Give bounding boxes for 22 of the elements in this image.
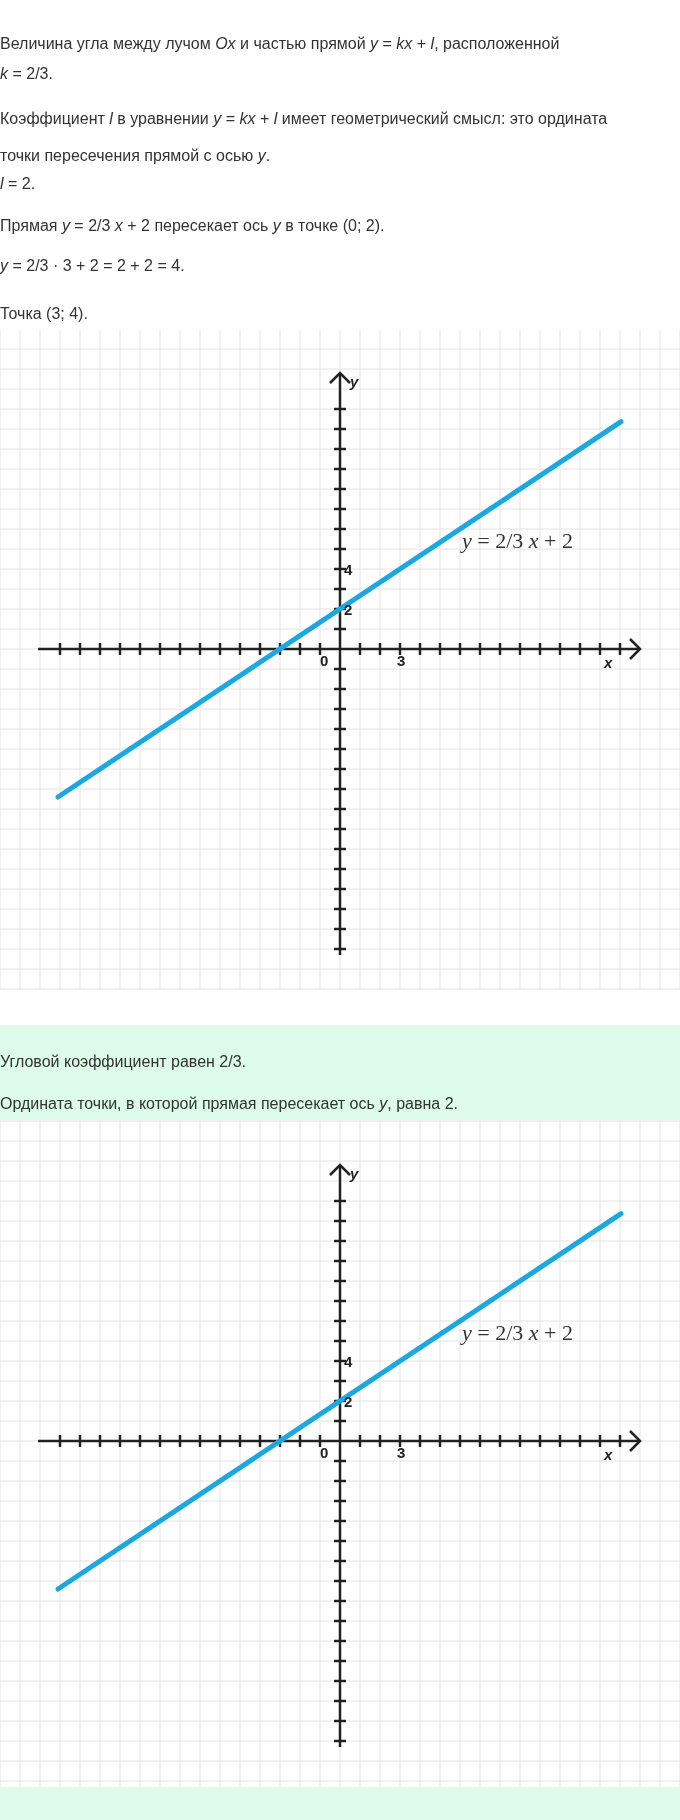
formula: k = 2/3. [0, 64, 53, 84]
formula: l = 2. [0, 174, 36, 194]
axis-label: x [604, 1447, 613, 1463]
tick-label: 0 [320, 1445, 329, 1461]
axis-label: x [604, 655, 613, 671]
text-line: Точка (3; 4). [0, 304, 88, 324]
tick-label: 4 [344, 562, 353, 578]
paragraph: Коэффициент l в уравнении y = kx + l имеет геометрический смысл: это ордината точки пересечения прямой с осью y. [0, 109, 609, 166]
tick-label: 0 [320, 653, 329, 669]
answer-text: Угловой коэффициент равен 2/3. [0, 1052, 247, 1072]
axis-label: y [350, 1166, 359, 1182]
text-line: Прямая y = 2/3 x + 2 пересекает ось y в точке (0; 2). [0, 216, 385, 236]
text-line: Величина угла между лучом Ox и частью прямой y = kx + l, расположенной [0, 34, 560, 54]
answer-text: Ордината точки, в которой прямая пересекает ось y, равна 2. [0, 1094, 458, 1114]
tick-label: 3 [397, 653, 406, 669]
tick-label: 4 [344, 1354, 353, 1370]
tick-label: 2 [344, 602, 353, 618]
graph-equation: y = 2/3 x + 2 [462, 529, 573, 553]
graph-equation: y = 2/3 x + 2 [462, 1321, 573, 1345]
axis-label: y [350, 374, 359, 390]
tick-label: 2 [344, 1394, 353, 1410]
tick-label: 3 [397, 1445, 406, 1461]
